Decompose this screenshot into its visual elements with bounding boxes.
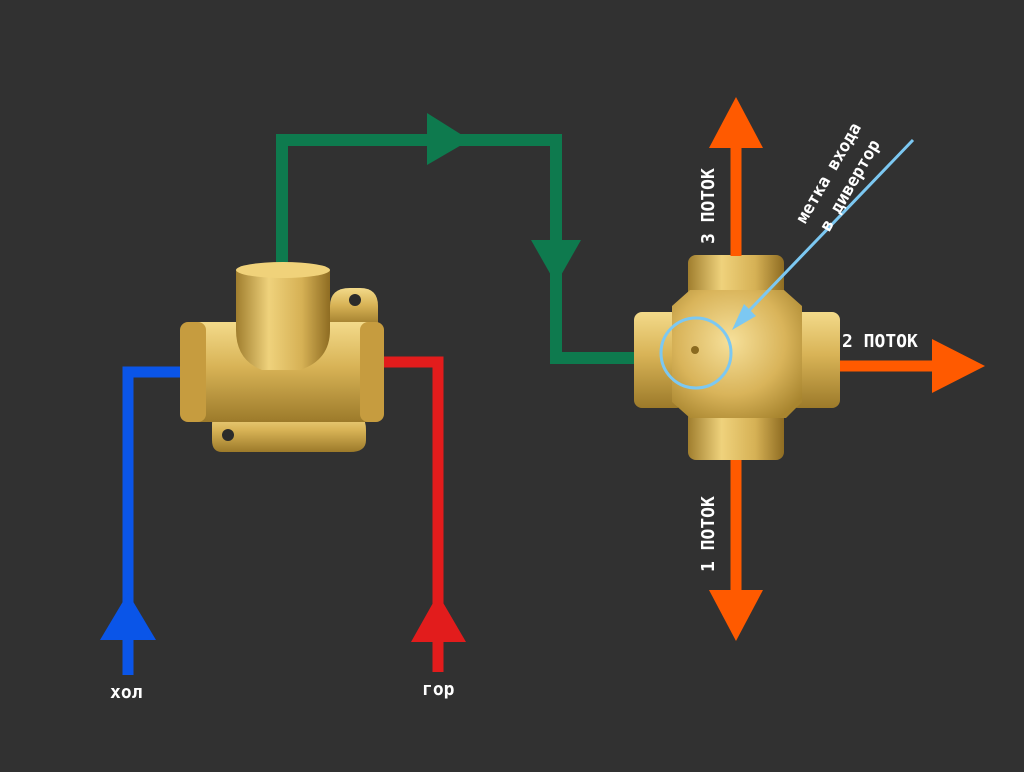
flow-1-label: 1 ПОТОК [698, 496, 719, 572]
outlet-flow-2 [840, 339, 985, 393]
pointer-arrowhead-icon [732, 304, 756, 330]
mixed-water-line [276, 113, 636, 364]
hot-water-label: гор [422, 679, 455, 700]
entry-mark-pointer [659, 138, 915, 390]
flow-3-arrow-icon [709, 97, 763, 148]
mixed-flow-arrow-down-icon [531, 240, 581, 284]
cold-inflow-arrow-icon [100, 593, 156, 640]
cold-water-line [100, 366, 184, 675]
cold-water-label: хол [110, 682, 143, 703]
flow-2-arrow-icon [932, 339, 985, 393]
hot-water-line [382, 356, 466, 672]
flow-2-label: 2 ПОТОК [842, 331, 918, 352]
brass-cross-diverter-icon [634, 255, 840, 460]
hot-inflow-arrow-icon [411, 594, 466, 642]
outlet-flow-3 [709, 97, 763, 256]
outlet-flow-1 [709, 460, 763, 641]
mixed-flow-arrow-right-icon [427, 113, 470, 165]
flow-3-label: 3 ПОТОК [698, 168, 719, 244]
flow-1-arrow-icon [709, 590, 763, 641]
brass-mixer-valve-icon [180, 262, 384, 452]
entry-mark-circle-icon [659, 316, 733, 390]
